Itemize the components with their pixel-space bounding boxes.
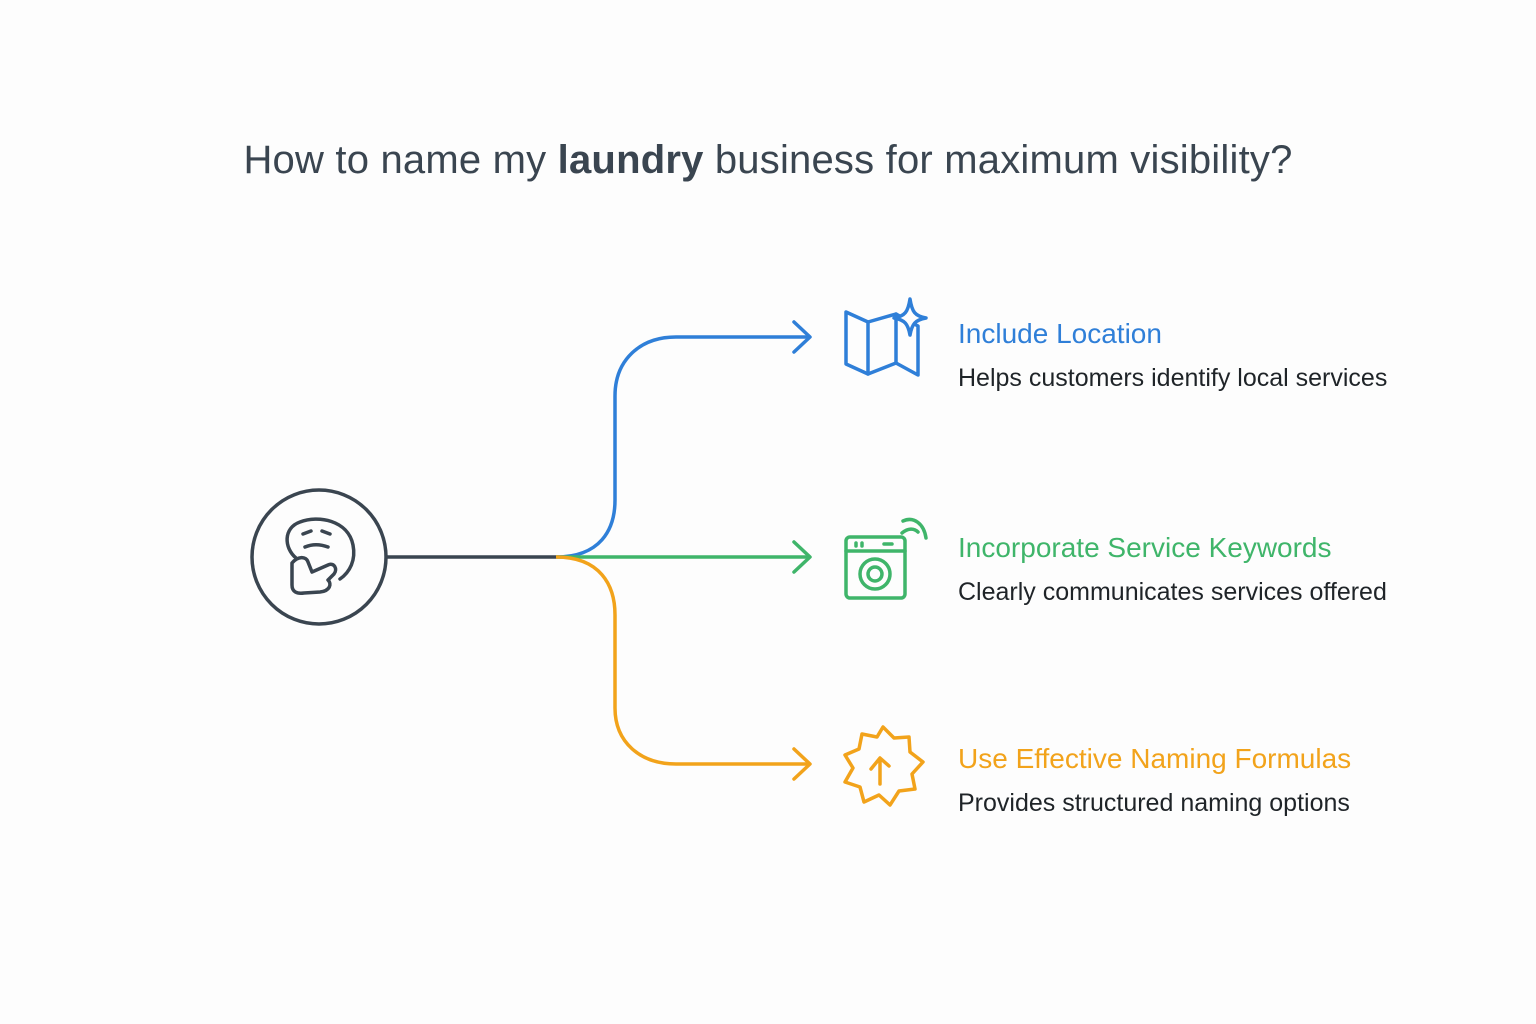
branch-line-location bbox=[555, 335, 808, 559]
title-prefix: How to name my bbox=[243, 138, 558, 182]
badge-arrow-icon bbox=[843, 725, 925, 807]
thinking-face-icon bbox=[250, 488, 388, 626]
option-description: Clearly communicates services offered bbox=[958, 578, 1387, 606]
option-heading: Incorporate Service Keywords bbox=[958, 532, 1332, 563]
title-suffix: business for maximum visibility? bbox=[703, 138, 1293, 182]
option-service-keywords: Incorporate Service Keywords Clearly com… bbox=[958, 532, 1387, 607]
option-heading: Use Effective Naming Formulas bbox=[958, 743, 1352, 774]
option-description: Provides structured naming options bbox=[958, 789, 1350, 817]
option-naming-formulas: Use Effective Naming Formulas Provides s… bbox=[958, 743, 1351, 818]
map-sparkle-icon bbox=[844, 297, 928, 377]
title-emphasis: laundry bbox=[557, 138, 704, 182]
option-heading: Include Location bbox=[958, 318, 1162, 349]
washing-machine-icon bbox=[844, 517, 928, 600]
page-title: How to name my laundry business for maxi… bbox=[0, 138, 1536, 183]
option-include-location: Include Location Helps customers identif… bbox=[958, 318, 1387, 393]
arrow-head-location bbox=[792, 320, 812, 354]
option-description: Helps customers identify local services bbox=[958, 364, 1388, 392]
arrow-head-formulas bbox=[792, 747, 812, 781]
arrow-head-keywords bbox=[792, 540, 812, 574]
branch-line-formulas bbox=[555, 555, 808, 766]
